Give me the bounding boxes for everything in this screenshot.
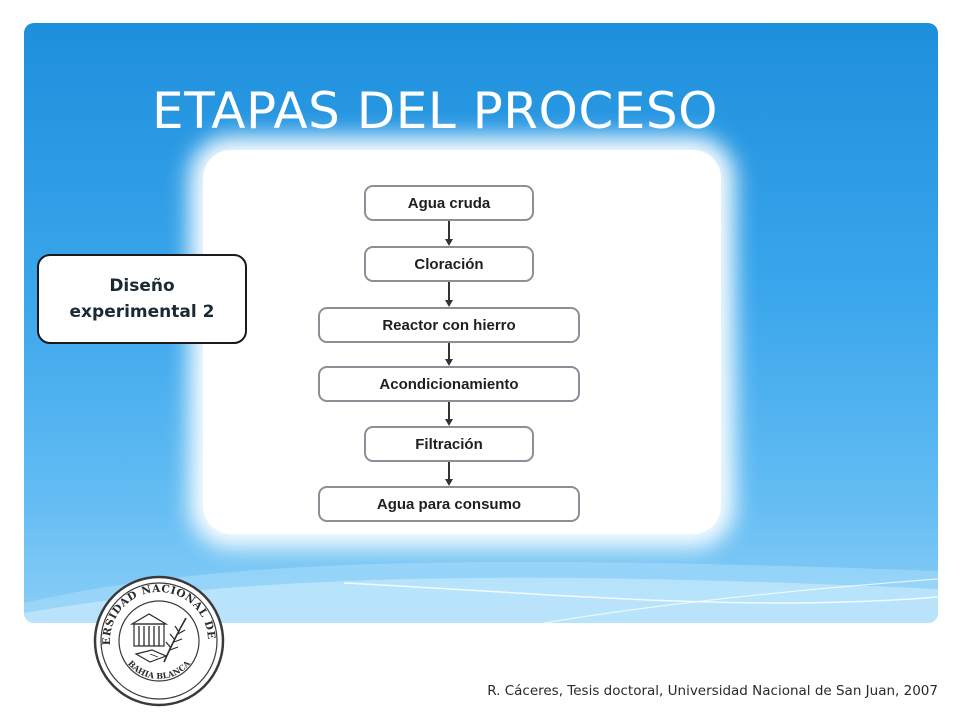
citation-text: R. Cáceres, Tesis doctoral, Universidad … — [487, 683, 938, 699]
step-filtracion: Filtración — [364, 426, 534, 462]
wave-decoration — [24, 561, 938, 623]
flow-arrow — [448, 462, 450, 479]
flow-arrow — [448, 282, 450, 300]
arrow-head-icon — [445, 300, 453, 307]
flow-arrow — [448, 343, 450, 359]
flow-arrow — [448, 402, 450, 419]
step-acondicionamiento: Acondicionamiento — [318, 366, 580, 402]
step-reactor-con-hierro: Reactor con hierro — [318, 307, 580, 343]
arrow-head-icon — [445, 479, 453, 486]
step-agua-para-consumo: Agua para consumo — [318, 486, 580, 522]
university-seal-icon: UNIVERSIDAD NACIONAL DEL SUR BAHIA BLANC… — [92, 574, 225, 707]
design-callout: Diseño experimental 2 — [37, 254, 247, 344]
slide-title: ETAPAS DEL PROCESO — [152, 82, 718, 140]
callout-line-2: experimental 2 — [69, 302, 215, 322]
flow-arrow — [448, 221, 450, 239]
callout-line-1: Diseño — [109, 276, 175, 296]
step-cloracion: Cloración — [364, 246, 534, 282]
arrow-head-icon — [445, 359, 453, 366]
arrow-head-icon — [445, 239, 453, 246]
arrow-head-icon — [445, 419, 453, 426]
step-agua-cruda: Agua cruda — [364, 185, 534, 221]
